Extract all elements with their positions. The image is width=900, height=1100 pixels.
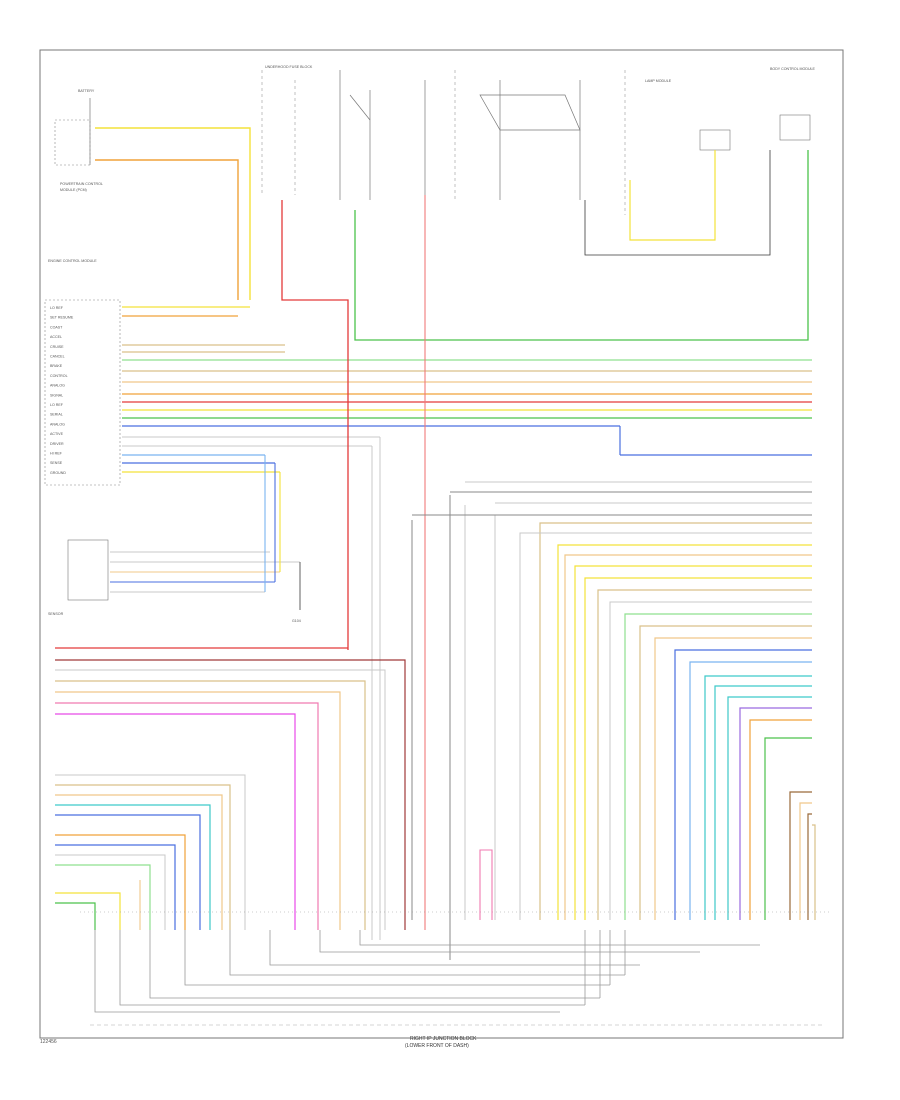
bottom-left-wires: [55, 774, 246, 930]
ecm-pin-label: SET RESUME: [50, 316, 74, 320]
lower-ecm-wires: [55, 647, 406, 930]
ecm-pin-label: CRUISE: [50, 345, 64, 349]
ecm-pin-label: CANCEL: [50, 355, 65, 359]
footer-title-line2: (LOWER FRONT OF DASH): [405, 1043, 469, 1049]
ecm-pin-label: LO REF: [50, 403, 64, 407]
wire-yellow-battery: [95, 127, 251, 300]
engine-control-module: ENGINE CONTROL MODULE LO REF SET RESUME CO…: [44, 259, 121, 486]
ecm-pin-label: ACCEL: [50, 335, 62, 339]
ecm-pin-label: CONTROL: [50, 374, 68, 378]
bottom-connector: [80, 849, 830, 920]
bottom-return-lines: [90, 930, 825, 1026]
ecm-harness-lines: [122, 306, 812, 473]
lamp-module-label: LAMP MODULE: [645, 79, 672, 83]
footer-title-line1: RIGHT IP JUNCTION BLOCK: [410, 1036, 477, 1042]
fuse-block-label: UNDERHOOD FUSE BLOCK: [265, 65, 313, 69]
battery-label: BATTERY: [78, 89, 95, 93]
ecm-pin-label: COAST: [50, 325, 63, 329]
ecm-pin-label: SENSE: [50, 461, 63, 465]
ecm-pin-label: ANALOG: [50, 422, 65, 426]
svg-text:MODULE (PCM): MODULE (PCM): [60, 188, 87, 192]
ecm-pin-label: SERIAL: [50, 413, 63, 417]
ecm-pin-label: ACTIVE: [50, 432, 64, 436]
ecm-pin-label: GROUND: [50, 471, 66, 475]
right-fan-wires: [412, 481, 816, 920]
ecm-label: ENGINE CONTROL MODULE: [48, 259, 97, 263]
ecm-pin-label: DRIVER: [50, 442, 64, 446]
battery-component: BATTERY: [54, 89, 95, 166]
svg-text:POWERTRAIN CONTROL: POWERTRAIN CONTROL: [60, 182, 103, 186]
wire-orange-battery: [95, 159, 239, 300]
lamp-module: LAMP MODULE BODY CONTROL MODULE: [645, 67, 816, 151]
vertical-harness: [371, 195, 496, 960]
ecm-pin-label: LO REF: [50, 306, 64, 310]
ecm-pin-label: BRAKE: [50, 364, 63, 368]
ecm-pin-label: HI REF: [50, 452, 63, 456]
diagram-border: [39, 49, 844, 1039]
figure-code: 122456: [40, 1039, 57, 1045]
ecm-pin-label: ANALOG: [50, 384, 65, 388]
ecm-pin-labels: LO REF SET RESUME COAST ACCEL CRUISE CANCEL BR…: [50, 306, 74, 475]
ecm-pin-label: SIGNAL: [50, 393, 63, 397]
body-module-label: BODY CONTROL MODULE: [770, 67, 816, 71]
fuse-block: UNDERHOOD FUSE BLOCK: [261, 65, 626, 215]
ground-label: G104: [292, 619, 301, 623]
sensor-label: SENSOR: [48, 612, 64, 616]
sensor-component: SENSOR G104: [48, 455, 301, 623]
